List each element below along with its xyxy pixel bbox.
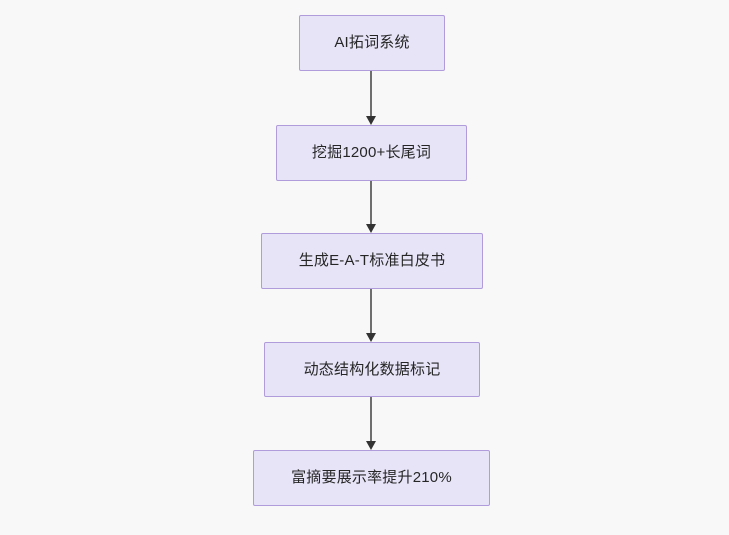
arrowhead-down-icon bbox=[365, 441, 376, 450]
edge-line bbox=[370, 289, 372, 334]
flow-node-label: 生成E-A-T标准白皮书 bbox=[298, 252, 446, 269]
edge-line bbox=[370, 397, 372, 442]
flow-node-n2[interactable]: 挖掘1200+长尾词 bbox=[276, 125, 467, 181]
flow-node-n4[interactable]: 动态结构化数据标记 bbox=[264, 342, 480, 397]
flow-node-label: 富摘要展示率提升210% bbox=[291, 469, 452, 486]
flow-node-label: 挖掘1200+长尾词 bbox=[311, 144, 432, 161]
arrowhead-down-icon bbox=[365, 116, 376, 125]
flow-node-label: AI拓词系统 bbox=[334, 34, 410, 51]
edge-line bbox=[370, 181, 372, 225]
flow-node-n5[interactable]: 富摘要展示率提升210% bbox=[253, 450, 490, 506]
flow-node-n1[interactable]: AI拓词系统 bbox=[299, 15, 445, 71]
flow-node-label: 动态结构化数据标记 bbox=[303, 360, 441, 378]
flow-node-n3[interactable]: 生成E-A-T标准白皮书 bbox=[261, 233, 483, 289]
arrowhead-down-icon bbox=[365, 224, 376, 233]
edge-line bbox=[370, 71, 372, 117]
arrowhead-down-icon bbox=[365, 333, 376, 342]
